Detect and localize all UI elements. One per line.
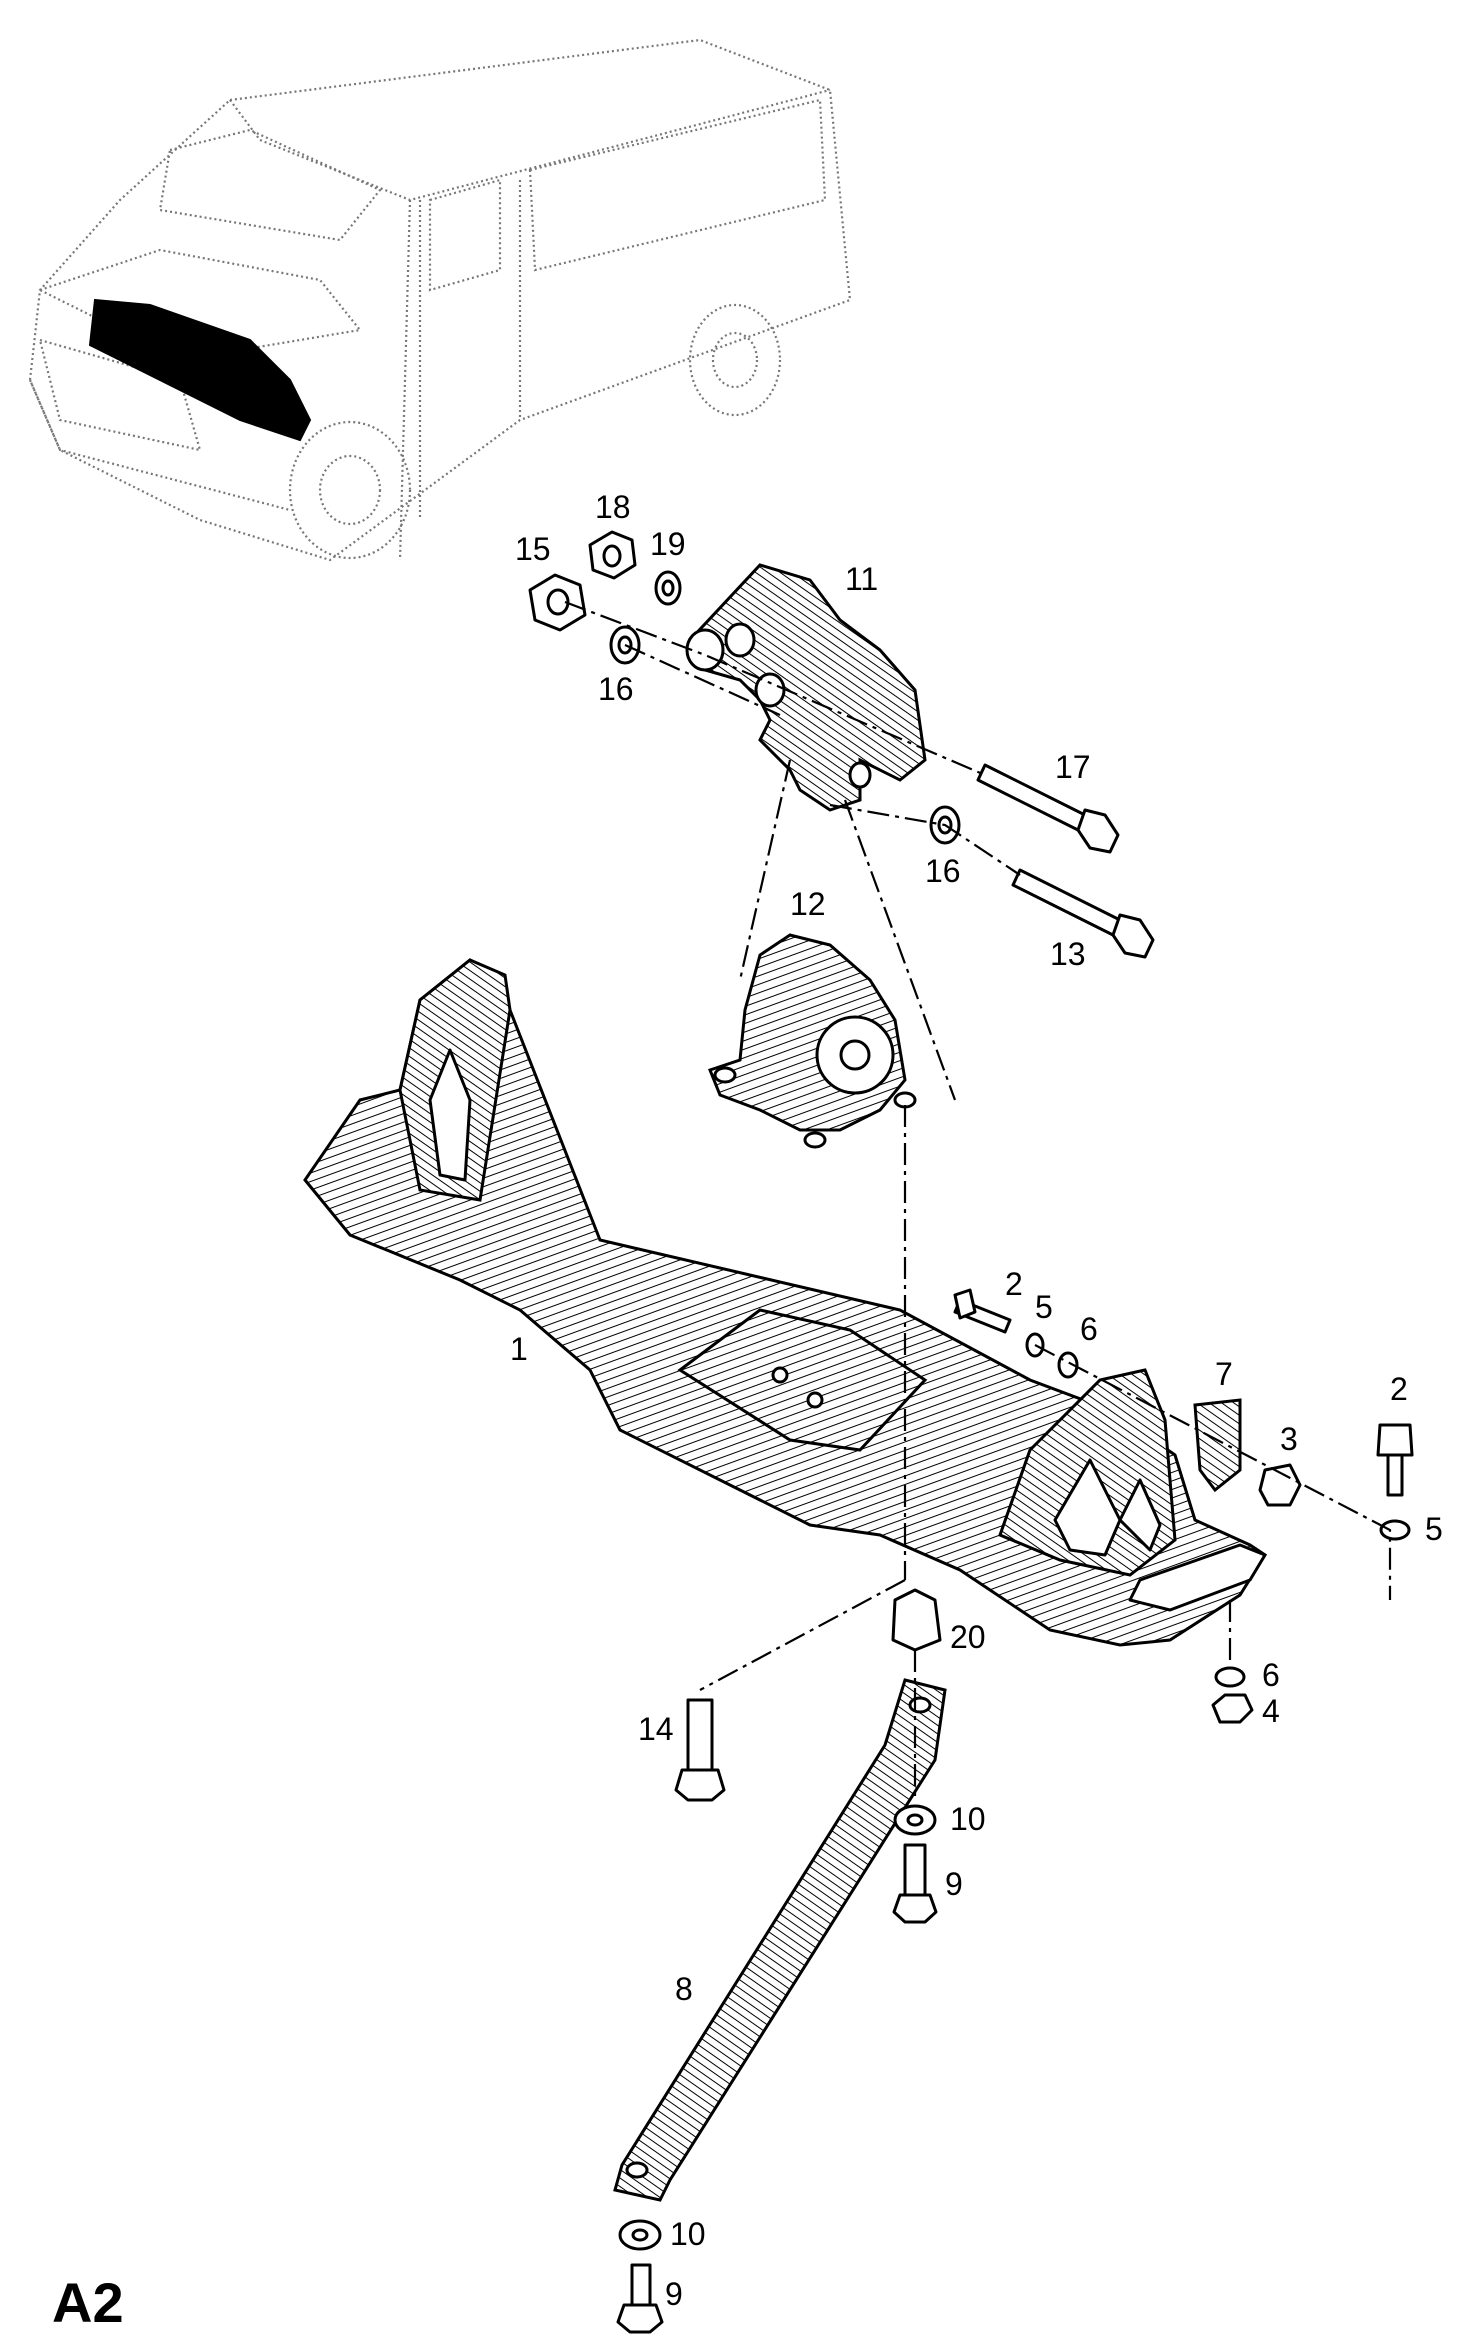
sheet-id-label: A2 (52, 2271, 124, 2334)
callout-16: 16 (598, 671, 634, 707)
callout-3: 3 (1280, 1421, 1298, 1457)
lower-fasteners-and-strut (613, 1588, 947, 2334)
callout-13: 13 (1050, 936, 1086, 972)
callout-12: 12 (790, 886, 826, 922)
callout-5: 5 (1035, 1289, 1053, 1325)
callout-10: 10 (670, 2216, 706, 2252)
top-fasteners (528, 530, 1155, 959)
vehicle-locator-illustration (28, 38, 852, 562)
assembly-lines (564, 600, 1392, 1800)
callout-15: 15 (515, 531, 551, 567)
callout-2: 2 (1390, 1371, 1408, 1407)
callout-10: 10 (950, 1801, 986, 1837)
crossmember (303, 958, 1268, 1647)
callout-20: 20 (950, 1619, 986, 1655)
callout-4: 4 (1262, 1693, 1280, 1729)
right-side-fasteners (953, 1288, 1414, 1724)
callout-1: 1 (510, 1331, 528, 1367)
part-callouts: 18 19 15 11 16 17 16 12 13 2 5 6 1 7 2 3… (510, 489, 1443, 2312)
callout-6: 6 (1080, 1311, 1098, 1347)
callout-6: 6 (1262, 1657, 1280, 1693)
callout-5: 5 (1425, 1511, 1443, 1547)
callout-8: 8 (675, 1971, 693, 2007)
callout-9: 9 (665, 2276, 683, 2312)
callout-14: 14 (638, 1711, 674, 1747)
callout-17: 17 (1055, 749, 1091, 785)
callout-19: 19 (650, 526, 686, 562)
callout-7: 7 (1215, 1356, 1233, 1392)
callout-11: 11 (845, 561, 878, 597)
engine-mount-bracket (685, 563, 927, 812)
callout-9: 9 (945, 1866, 963, 1902)
rubber-engine-mount (708, 933, 917, 1149)
callout-18: 18 (595, 489, 631, 525)
callout-16: 16 (925, 853, 961, 889)
callout-2: 2 (1005, 1266, 1023, 1302)
